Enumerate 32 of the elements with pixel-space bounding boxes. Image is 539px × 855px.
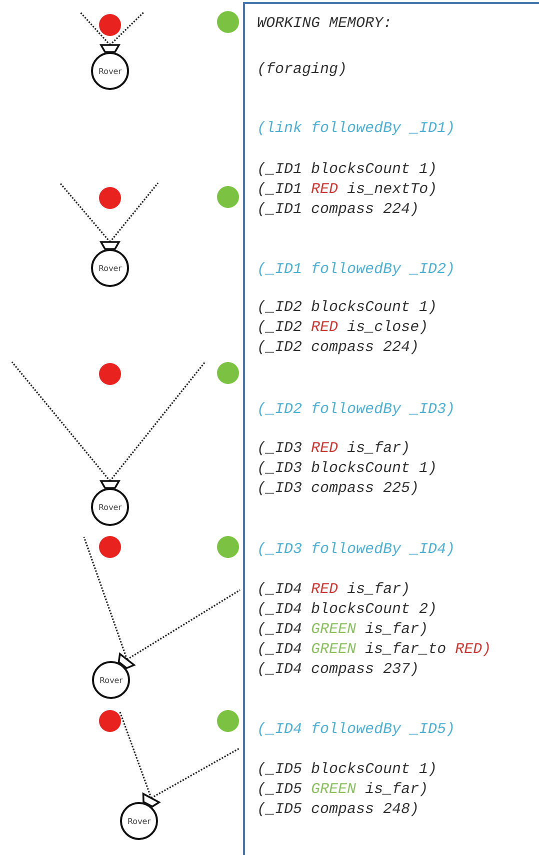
memory-fact: (_ID4 GREEN is_far) bbox=[257, 621, 428, 639]
memory-fact: (_ID2 compass 224) bbox=[257, 339, 420, 357]
panel-heading: WORKING MEMORY: bbox=[257, 15, 392, 33]
rover-circle bbox=[120, 802, 158, 840]
memory-fact: (_ID1 compass 224) bbox=[257, 201, 420, 219]
memory-fact: (_ID1 blocksCount 1) bbox=[257, 161, 438, 179]
memory-fact: (_ID4 GREEN is_far_to RED) bbox=[257, 641, 492, 659]
link-fact: (_ID2 followedBy _ID3) bbox=[257, 401, 456, 419]
memory-fact: (_ID5 blocksCount 1) bbox=[257, 761, 438, 779]
memory-fact: (_ID3 blocksCount 1) bbox=[257, 460, 438, 478]
memory-fact: (_ID5 compass 248) bbox=[257, 801, 420, 819]
rover-label: Rover bbox=[98, 502, 122, 512]
rover-label: Rover bbox=[127, 816, 151, 826]
memory-fact: (_ID2 blocksCount 1) bbox=[257, 299, 438, 317]
memory-fact: (_ID4 blocksCount 2) bbox=[257, 601, 438, 619]
memory-fact: (_ID1 RED is_nextTo) bbox=[257, 181, 438, 199]
rover-label: Rover bbox=[99, 676, 123, 684]
rover-label: Rover bbox=[98, 264, 122, 272]
memory-fact: (_ID3 compass 225) bbox=[257, 480, 420, 498]
memory-fact: (_ID3 RED is_far) bbox=[257, 440, 410, 458]
link-fact: (_ID1 followedBy _ID2) bbox=[257, 261, 456, 279]
link-fact: (_ID3 followedBy _ID4) bbox=[257, 541, 456, 559]
memory-fact: (_ID4 compass 237) bbox=[257, 661, 420, 679]
link-fact: (link followedBy _ID1) bbox=[257, 120, 456, 138]
rover-circle bbox=[92, 661, 130, 699]
memory-panel bbox=[243, 2, 539, 855]
memory-fact: (foraging) bbox=[257, 61, 348, 79]
memory-fact: (_ID5 GREEN is_far) bbox=[257, 781, 428, 799]
rover-label: Rover bbox=[98, 66, 122, 76]
memory-fact: (_ID4 RED is_far) bbox=[257, 581, 410, 599]
memory-fact: (_ID2 RED is_close) bbox=[257, 319, 428, 337]
link-fact: (_ID4 followedBy _ID5) bbox=[257, 721, 456, 739]
